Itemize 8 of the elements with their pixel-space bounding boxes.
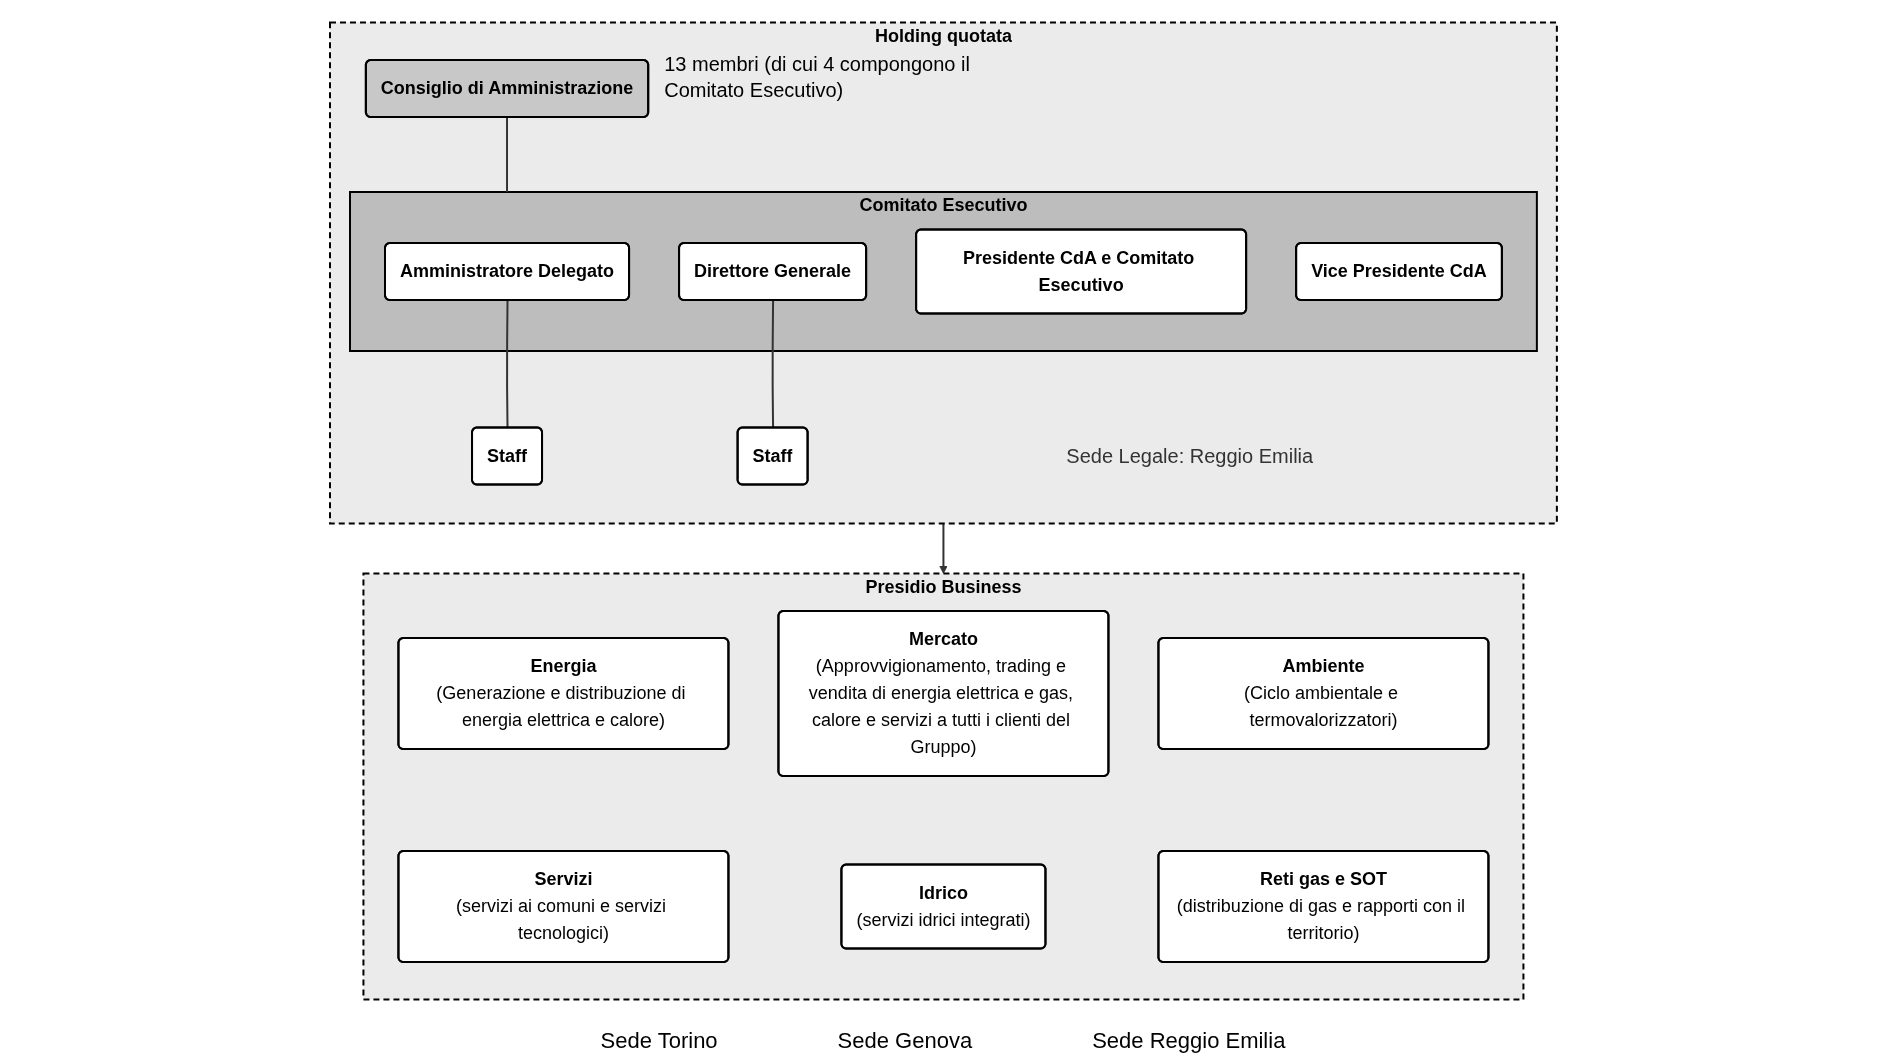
connector [505,299,509,429]
member-note: 13 membri (di cui 4 compongono il Comitato Esecutivo) [663,51,971,102]
location-label: Sede Torino [600,1028,718,1054]
location-label: Sede Genova [837,1028,973,1054]
arrow [938,522,948,574]
connector [771,299,774,429]
connector [505,116,508,193]
location-label: Sede Reggio Emilia [1092,1028,1286,1054]
